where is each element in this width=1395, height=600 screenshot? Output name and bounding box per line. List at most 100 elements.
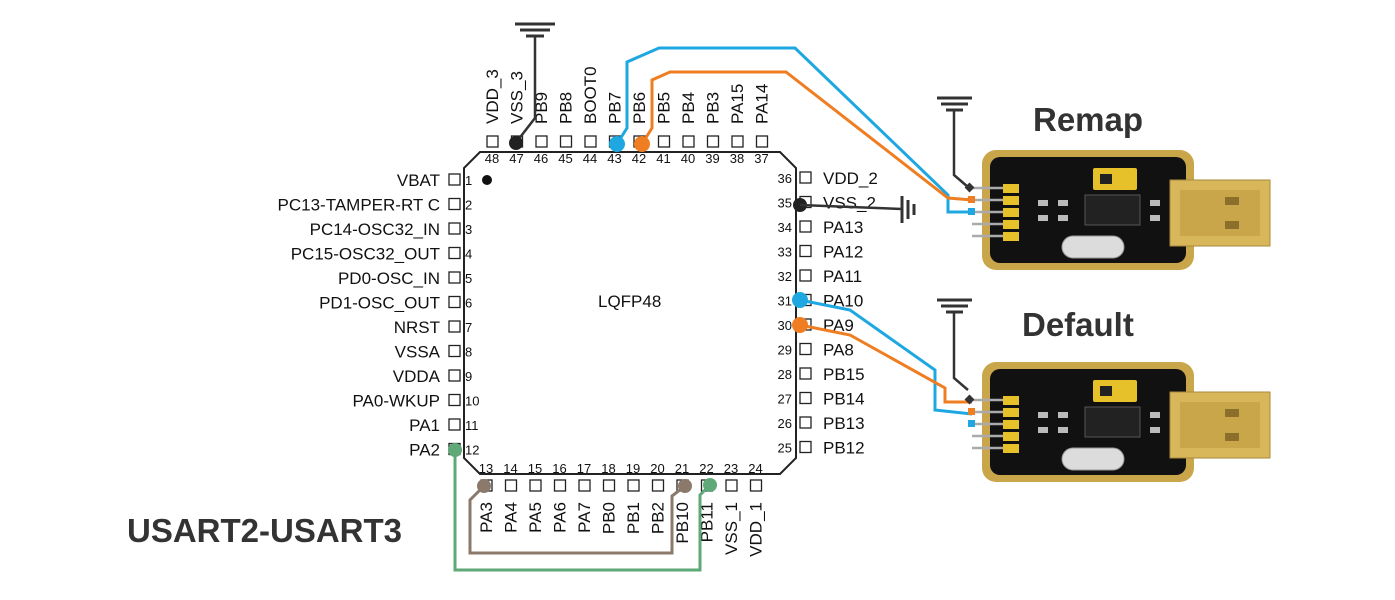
pin-pad-right [799,342,812,356]
pin-label: PC14-OSC32_IN [310,220,440,239]
pin-label: PB9 [532,92,551,124]
pin-pad-left [448,246,461,260]
pin-pad-top [706,135,720,148]
pin-number: 12 [465,443,479,458]
pin-label: PA8 [823,341,854,360]
default-wires [792,292,973,416]
header-pin [1003,432,1019,441]
pin-label: PB12 [823,439,865,458]
pin-number: 42 [632,151,646,166]
usb-serial-ic [1084,406,1141,438]
usb-hole [1225,197,1239,205]
pin-pad-top [731,135,744,148]
pin-number: 8 [465,345,472,360]
pin-pad-right [799,171,812,184]
smd-part [1058,412,1068,418]
usb-hole [1225,221,1239,229]
pin-number: 4 [465,247,472,262]
pin-pad-right [799,440,812,454]
pin-pad-top [535,135,548,148]
pin-number: 6 [465,296,472,311]
chip-name: LQFP48 [598,292,661,311]
pin-number: 7 [465,320,472,335]
header-pin [1003,232,1019,241]
pin-number: 5 [465,271,472,286]
pin-label: PA11 [823,267,862,286]
pin-number: 46 [534,151,548,166]
usb-hole [1225,433,1239,441]
jumper-cap [1100,386,1112,396]
pin-label: PB6 [630,92,649,124]
pin-label: PB15 [823,365,865,384]
pin-label: PA6 [551,502,570,533]
pin-label: PB4 [679,92,698,124]
ground-symbol-remap-adapter [937,96,972,188]
header-pin [1003,184,1019,193]
usb-serial-ic [1084,194,1141,226]
pin-label: PA3 [477,502,496,533]
ground-symbol-vss2 [793,196,916,223]
pin-label: PA7 [575,502,594,533]
pin-pad-left [448,222,461,235]
pin-pad-left [448,418,461,431]
tx-marker [968,420,975,427]
pin-number: 33 [778,245,792,260]
pin-number: 36 [778,171,792,186]
usb-hole [1225,409,1239,417]
pin-pad-bottom [749,479,763,492]
header-pin [1003,420,1019,429]
usb-ttl-adapter-default [964,362,1271,482]
smd-part [1058,427,1068,433]
header-pin [1003,408,1019,417]
pin-label: PB5 [655,92,674,124]
pin-number: 41 [656,151,670,166]
default-title: Default [1022,306,1134,343]
jumper [1093,380,1137,402]
pin-number: 17 [577,461,591,476]
usb-plug-inner [1180,190,1260,236]
pin-number: 24 [748,461,762,476]
pin-number: 30 [778,318,792,333]
smd-part [1058,200,1068,206]
pin-label: PA2 [409,441,440,460]
smd-part [1150,200,1160,206]
pin-label: NRST [394,318,440,337]
pin-label: BOOT0 [581,66,600,124]
pin-pad-top [682,135,695,148]
pin-pad-right [799,416,812,429]
ground-symbol-default-adapter [937,298,972,391]
pin-pad-bottom [651,479,665,492]
pin-label: PB1 [624,502,643,534]
pin1-marker [482,175,492,185]
pin-label: PA0-WKUP [352,392,440,411]
pin-pad-left [448,197,461,211]
smd-part [1150,427,1160,433]
pin-number: 38 [730,151,744,166]
pin-pad-bottom [725,479,738,492]
pin-number: 9 [465,369,472,384]
pin-label: PB0 [600,502,619,534]
pin-number: 21 [675,461,689,476]
pin-number: 39 [705,151,719,166]
header-pin [1003,444,1019,453]
pin-pad-left [448,344,461,358]
pin-label: PA12 [823,243,863,262]
header-pin [1003,220,1019,229]
pin-label: PB11 [698,502,717,542]
pin-number: 22 [699,461,713,476]
pin-label: PD0-OSC_IN [338,269,440,288]
jumper-cap [1100,174,1112,184]
pin-pad-right [799,269,812,282]
pin-number: 32 [778,269,792,284]
rx-marker [968,408,975,415]
header-pin [1003,196,1019,205]
pin-label: PA5 [526,502,545,533]
bottom-pin-group: 13PA314PA415PA516PA617PA718PB019PB120PB2… [477,461,766,557]
smd-part [1038,200,1048,206]
pin-number: 31 [778,294,792,309]
pin-number: 43 [607,151,621,166]
pin-pad-bottom [553,479,567,492]
